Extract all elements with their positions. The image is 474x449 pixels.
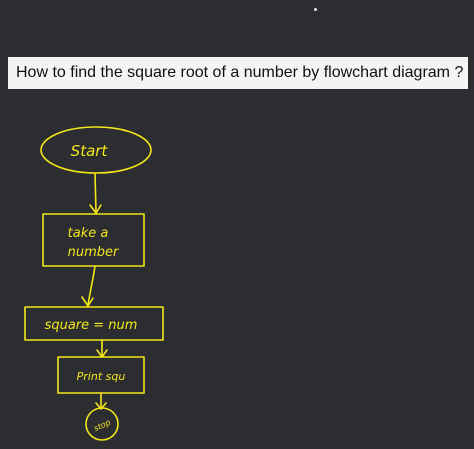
stop-terminal: [85, 407, 119, 441]
arrowhead-output-to-stop: [95, 402, 107, 410]
arrowhead-input-to-process: [81, 296, 94, 307]
input-label-line1: take a: [68, 226, 109, 241]
arrow-start-to-input: [94, 172, 97, 213]
output-label: Print squ: [77, 370, 126, 383]
arrow-input-to-process: [87, 265, 96, 306]
process-label: square = num: [45, 318, 138, 333]
start-terminal: [40, 126, 152, 174]
start-label: Start: [71, 142, 109, 160]
input-box: [42, 213, 145, 267]
question-banner: How to find the square root of a number …: [8, 57, 468, 89]
input-label-line2: number: [68, 245, 120, 260]
cursor-dot: [314, 8, 317, 11]
arrowhead-start-to-input: [89, 204, 102, 214]
process-box: [24, 306, 164, 341]
question-title: How to find the square root of a number …: [16, 64, 464, 81]
stop-label: stop: [92, 418, 111, 433]
